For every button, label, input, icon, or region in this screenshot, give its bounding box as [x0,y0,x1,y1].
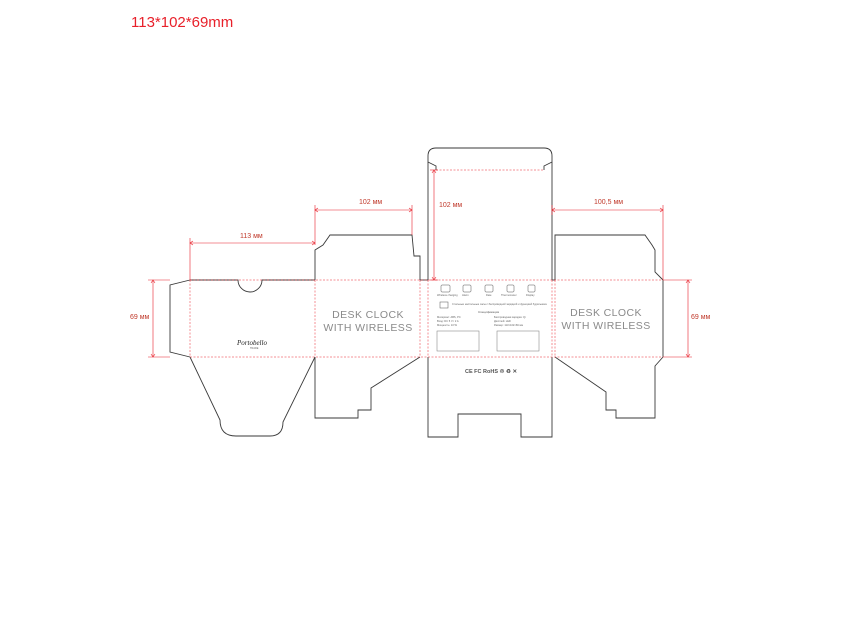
dim-label-width-top: 102 мм [359,199,382,206]
side-panel-title-line2: WITH WIRELESS [561,320,650,332]
dim-label-width-right: 100,5 мм [594,199,623,206]
brand-logo-sub: TRADE [250,347,259,350]
icon-label-wireless: Wireless charging [437,293,458,297]
dim-label-width-left: 113 мм [240,233,263,240]
left-panel-cut [190,279,315,293]
page-title: 113*102*69mm [131,14,234,31]
dim-label-height-right: 69 мм [691,314,711,321]
front-top-flap [314,234,421,280]
spec-right-2: Дисплей: LED [494,319,511,323]
thermometer-icon [506,284,515,293]
left-bottom-flap [189,356,316,437]
back-description: Стильные настольные часы с беспроводной … [452,302,547,306]
side-panel-title-line1: DESK CLOCK [570,307,642,319]
dimension-width-right: 100,5 мм [551,199,664,280]
right-top-flap [554,234,664,281]
brand-logo: Portobello [236,339,267,347]
icon-label-display: Display [526,293,535,297]
spec-list: Материал: ABS, PC Вход: DC 5 V / 2 A Мощ… [437,315,526,327]
calendar-icon [484,284,494,293]
spec-left-2: Вход: DC 5 V / 2 A [437,319,459,323]
qi-badge-icon [439,301,449,309]
lid-tuck-notches [427,161,553,170]
spec-left-3: Мощность: 10 W [437,323,458,327]
feature-icons: Wireless charging Alarm Date Thermometer… [437,284,536,297]
front-panel-title-line1: DESK CLOCK [332,309,404,321]
barcode-box-left [436,330,480,352]
spec-left-1: Материал: ABS, PC [437,315,461,319]
spec-title: Спецификация [478,310,499,314]
center-bottom-flap [427,357,553,438]
fold-lines [189,169,663,358]
dimension-height-center: 102 мм [430,169,462,281]
front-panel-title-line2: WITH WIRELESS [323,322,412,334]
dimension-height-right: 69 мм [663,279,711,358]
spec-right-1: Беспроводная зарядка: Qi [494,315,526,319]
icon-label-alarm: Alarm [462,293,469,297]
glue-flap [169,279,191,358]
barcode-box-right [496,330,540,352]
lid-flap [427,147,553,280]
dim-label-height-center: 102 мм [439,202,462,209]
alarm-icon [462,284,472,293]
spec-right-3: Размер: 113×102×69 мм [494,323,523,327]
icon-label-thermo: Thermometer [501,293,517,297]
dimension-width-left: 113 мм [189,233,316,280]
front-bottom-flap [314,356,421,419]
wireless-charging-icon [440,284,451,293]
dimension-width-top: 102 мм [314,199,413,245]
icon-label-date: Date [486,293,492,297]
dim-label-height-left: 69 мм [130,314,150,321]
display-icon [527,284,536,293]
right-bottom-flap [554,356,664,419]
certification-marks: CE FC RoHS ♲ ♻ ✕ [465,368,517,375]
dimension-height-left: 69 мм [130,279,170,358]
